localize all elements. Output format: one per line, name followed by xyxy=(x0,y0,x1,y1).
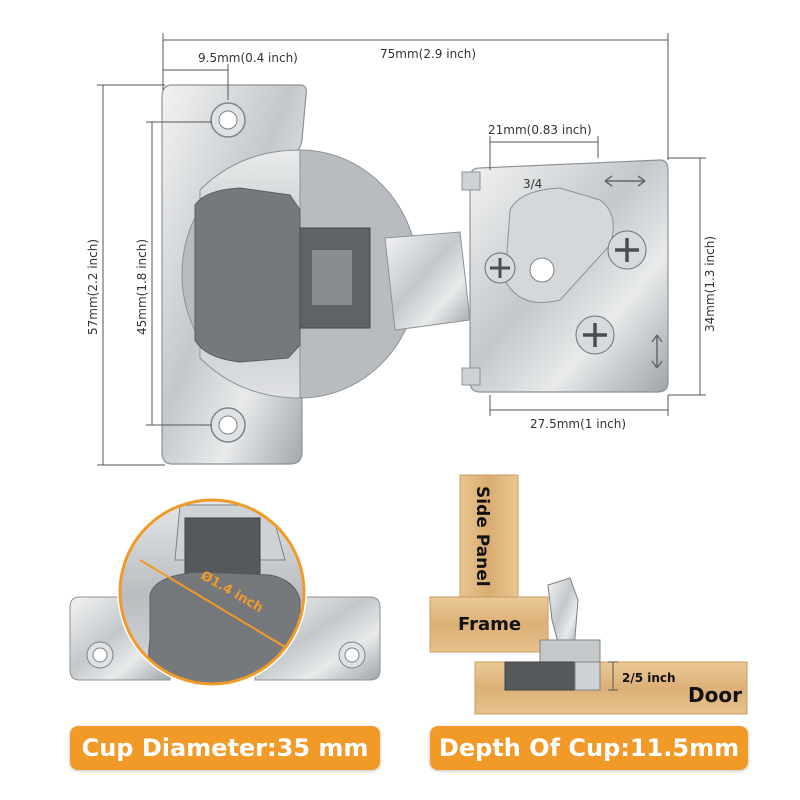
vertical-adjust-arrow-icon xyxy=(651,334,663,369)
hinge-plate xyxy=(161,84,419,465)
cup-left-hole xyxy=(86,641,114,669)
upper-right-screw-icon xyxy=(607,230,647,270)
hole-offset-label: 9.5mm(0.4 inch) xyxy=(198,51,298,65)
horizontal-adjust-arrow-icon xyxy=(604,175,646,187)
bottom-screw-hole xyxy=(210,407,246,443)
overall-height-label: 57mm(2.2 inch) xyxy=(86,239,100,335)
arm-top-width-label: 21mm(0.83 inch) xyxy=(488,123,592,137)
dimension-lines xyxy=(97,33,706,466)
left-screw-icon xyxy=(484,252,516,284)
overall-width-label: 75mm(2.9 inch) xyxy=(380,47,476,61)
side-panel-label: Side Panel xyxy=(472,486,492,587)
frame-label: Frame xyxy=(458,614,521,635)
cup-right-hole xyxy=(338,641,366,669)
door-label: Door xyxy=(688,683,742,707)
overlay-mark: 3/4 xyxy=(523,177,542,191)
arm-height-label: 34mm(1.3 inch) xyxy=(703,236,717,332)
cup-diameter-caption: Cup Diameter:35 mm xyxy=(70,726,380,770)
top-screw-hole xyxy=(210,102,246,138)
hole-spacing-label: 45mm(1.8 inch) xyxy=(135,239,149,335)
cup-detail: Ø1.4 inch xyxy=(69,497,381,687)
cup-depth-caption: Depth Of Cup:11.5mm xyxy=(430,726,748,770)
thickness-label: 2/5 inch xyxy=(622,671,676,685)
hinge-arm: 3/4 xyxy=(384,159,669,393)
install-detail: Side Panel Frame Door 2/5 inch xyxy=(429,474,748,715)
arm-bottom-width-label: 27.5mm(1 inch) xyxy=(530,417,626,431)
lower-screw-icon xyxy=(575,315,615,355)
